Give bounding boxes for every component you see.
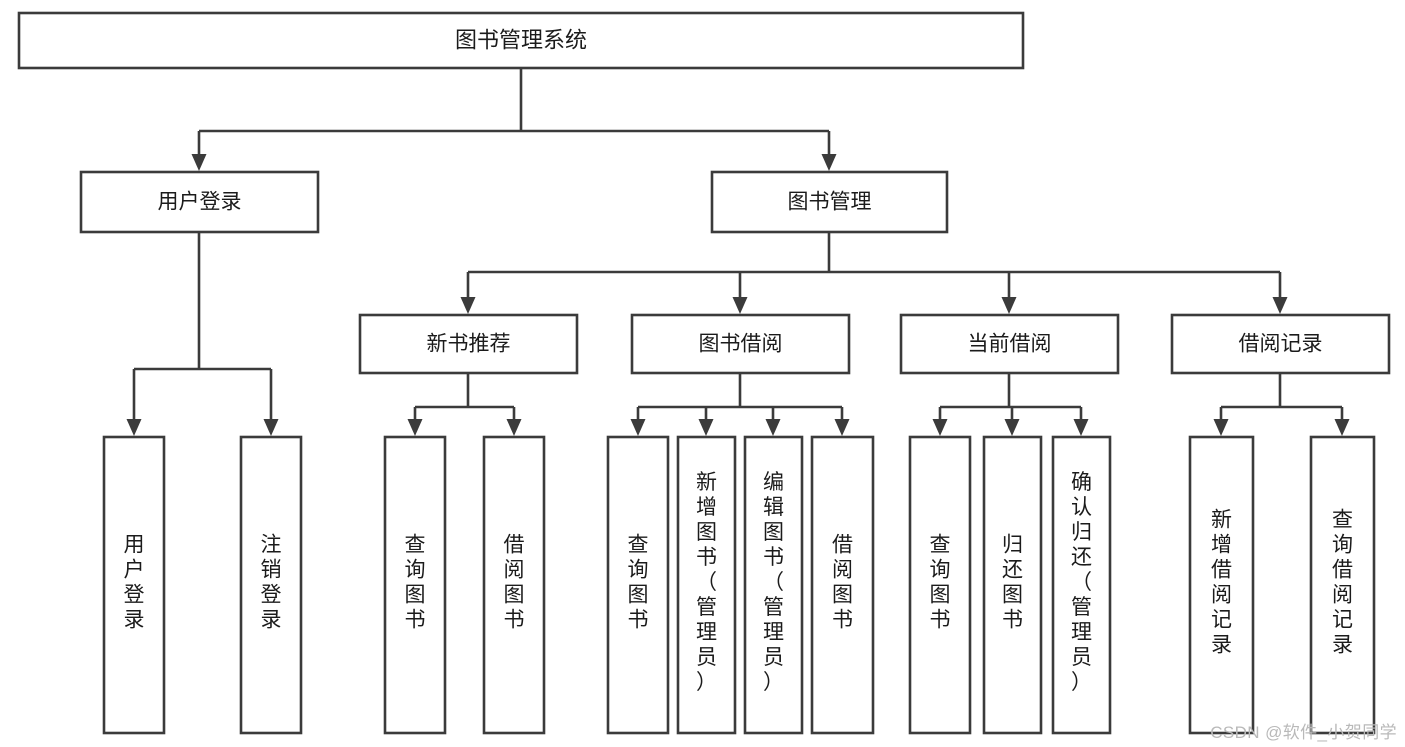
arrow-head-icon: [506, 419, 522, 436]
node-label: 新书推荐: [427, 333, 511, 356]
arrow-head-icon: [126, 419, 142, 436]
leaf-node-leaf-query-book-bb[interactable]: 查询图书: [606, 435, 670, 735]
node-box[interactable]: [102, 435, 166, 735]
node-label: 查询图书: [628, 534, 649, 632]
arrow-head-icon: [191, 154, 207, 171]
leaf-node-leaf-return-book[interactable]: 归还图书: [982, 435, 1043, 735]
node-label: 注销登录: [261, 534, 282, 632]
arrow-head-icon: [263, 419, 279, 436]
connector-group-book-borrow-to-leaves: [636, 373, 844, 421]
arrow-head-icon: [460, 297, 476, 314]
connector-group-current-borrow-to-leaves: [938, 373, 1083, 421]
node-label: 查询图书: [405, 534, 426, 632]
node-label: 图书管理: [788, 191, 872, 214]
level3-node-new-book-rec[interactable]: 新书推荐: [358, 313, 579, 375]
node-label: 图书管理系统: [455, 27, 587, 52]
leaf-node-leaf-borrow-book-bb[interactable]: 借阅图书: [810, 435, 875, 735]
leaf-node-leaf-logout[interactable]: 注销登录: [239, 435, 303, 735]
node-box[interactable]: [743, 435, 804, 735]
connectors-layer: [126, 68, 1350, 436]
level3-node-current-borrow[interactable]: 当前借阅: [899, 313, 1120, 375]
leaf-node-leaf-query-book-cb[interactable]: 查询图书: [908, 435, 972, 735]
node-box[interactable]: [1170, 313, 1391, 375]
connector-group-borrow-record-to-leaves: [1219, 373, 1344, 421]
arrow-head-icon: [765, 419, 781, 436]
node-box[interactable]: [482, 435, 546, 735]
connector-group-root-to-level2: [197, 68, 831, 156]
leaf-node-leaf-confirm-return[interactable]: 确认归还（管理员）: [1051, 435, 1112, 735]
node-box[interactable]: [358, 313, 579, 375]
node-box[interactable]: [1051, 435, 1112, 735]
node-label: 借阅记录: [1239, 333, 1323, 356]
nodes-layer: 图书管理系统用户登录图书管理新书推荐图书借阅当前借阅借阅记录用户登录注销登录查询…: [17, 11, 1391, 735]
arrow-head-icon: [821, 154, 837, 171]
node-label: 当前借阅: [968, 333, 1052, 356]
node-label: 查询借阅记录: [1332, 509, 1353, 657]
csdn-watermark: CSDN @软件_小贺同学: [1210, 723, 1397, 742]
arrow-head-icon: [407, 419, 423, 436]
node-box[interactable]: [630, 313, 851, 375]
leaf-node-leaf-borrow-book-rec[interactable]: 借阅图书: [482, 435, 546, 735]
arrow-head-icon: [630, 419, 646, 436]
node-box[interactable]: [383, 435, 447, 735]
node-label: 确认归还（管理员）: [1071, 471, 1092, 694]
arrow-head-icon: [1213, 419, 1229, 436]
arrow-head-icon: [1004, 419, 1020, 436]
arrow-head-icon: [1272, 297, 1288, 314]
node-label: 借阅图书: [832, 534, 853, 632]
node-label: 编辑图书（管理员）: [763, 471, 784, 694]
connector-group-new-book-rec-to-leaves: [413, 373, 516, 421]
arrow-head-icon: [698, 419, 714, 436]
node-label: 归还图书: [1002, 534, 1023, 632]
node-box[interactable]: [79, 170, 320, 234]
leaf-node-leaf-user-login[interactable]: 用户登录: [102, 435, 166, 735]
root-node-root[interactable]: 图书管理系统: [17, 11, 1025, 70]
arrow-head-icon: [1001, 297, 1017, 314]
node-label: 新增图书（管理员）: [696, 471, 717, 694]
node-box[interactable]: [17, 11, 1025, 70]
connector-group-user-login-to-leaves: [132, 232, 273, 421]
leaf-node-leaf-edit-book[interactable]: 编辑图书（管理员）: [743, 435, 804, 735]
level2-node-book-manage[interactable]: 图书管理: [710, 170, 949, 234]
node-box[interactable]: [676, 435, 737, 735]
leaf-node-leaf-add-record[interactable]: 新增借阅记录: [1188, 435, 1255, 735]
node-box[interactable]: [606, 435, 670, 735]
arrow-head-icon: [834, 419, 850, 436]
arrow-head-icon: [932, 419, 948, 436]
node-label: 图书借阅: [699, 333, 783, 356]
arrow-head-icon: [1334, 419, 1350, 436]
node-box[interactable]: [239, 435, 303, 735]
arrow-head-icon: [732, 297, 748, 314]
node-label: 查询图书: [930, 534, 951, 632]
level2-node-user-login[interactable]: 用户登录: [79, 170, 320, 234]
connector-group-book-manage-to-level3: [466, 232, 1282, 299]
node-label: 借阅图书: [504, 534, 525, 632]
node-box[interactable]: [982, 435, 1043, 735]
node-box[interactable]: [710, 170, 949, 234]
node-label: 用户登录: [158, 191, 242, 214]
level3-node-book-borrow[interactable]: 图书借阅: [630, 313, 851, 375]
node-box[interactable]: [1309, 435, 1376, 735]
leaf-node-leaf-query-record[interactable]: 查询借阅记录: [1309, 435, 1376, 735]
node-label: 新增借阅记录: [1211, 509, 1232, 657]
node-box[interactable]: [1188, 435, 1255, 735]
leaf-node-leaf-add-book[interactable]: 新增图书（管理员）: [676, 435, 737, 735]
arrow-head-icon: [1073, 419, 1089, 436]
leaf-node-leaf-query-book-rec[interactable]: 查询图书: [383, 435, 447, 735]
node-box[interactable]: [899, 313, 1120, 375]
node-box[interactable]: [810, 435, 875, 735]
node-box[interactable]: [908, 435, 972, 735]
level3-node-borrow-record[interactable]: 借阅记录: [1170, 313, 1391, 375]
node-label: 用户登录: [124, 534, 145, 632]
